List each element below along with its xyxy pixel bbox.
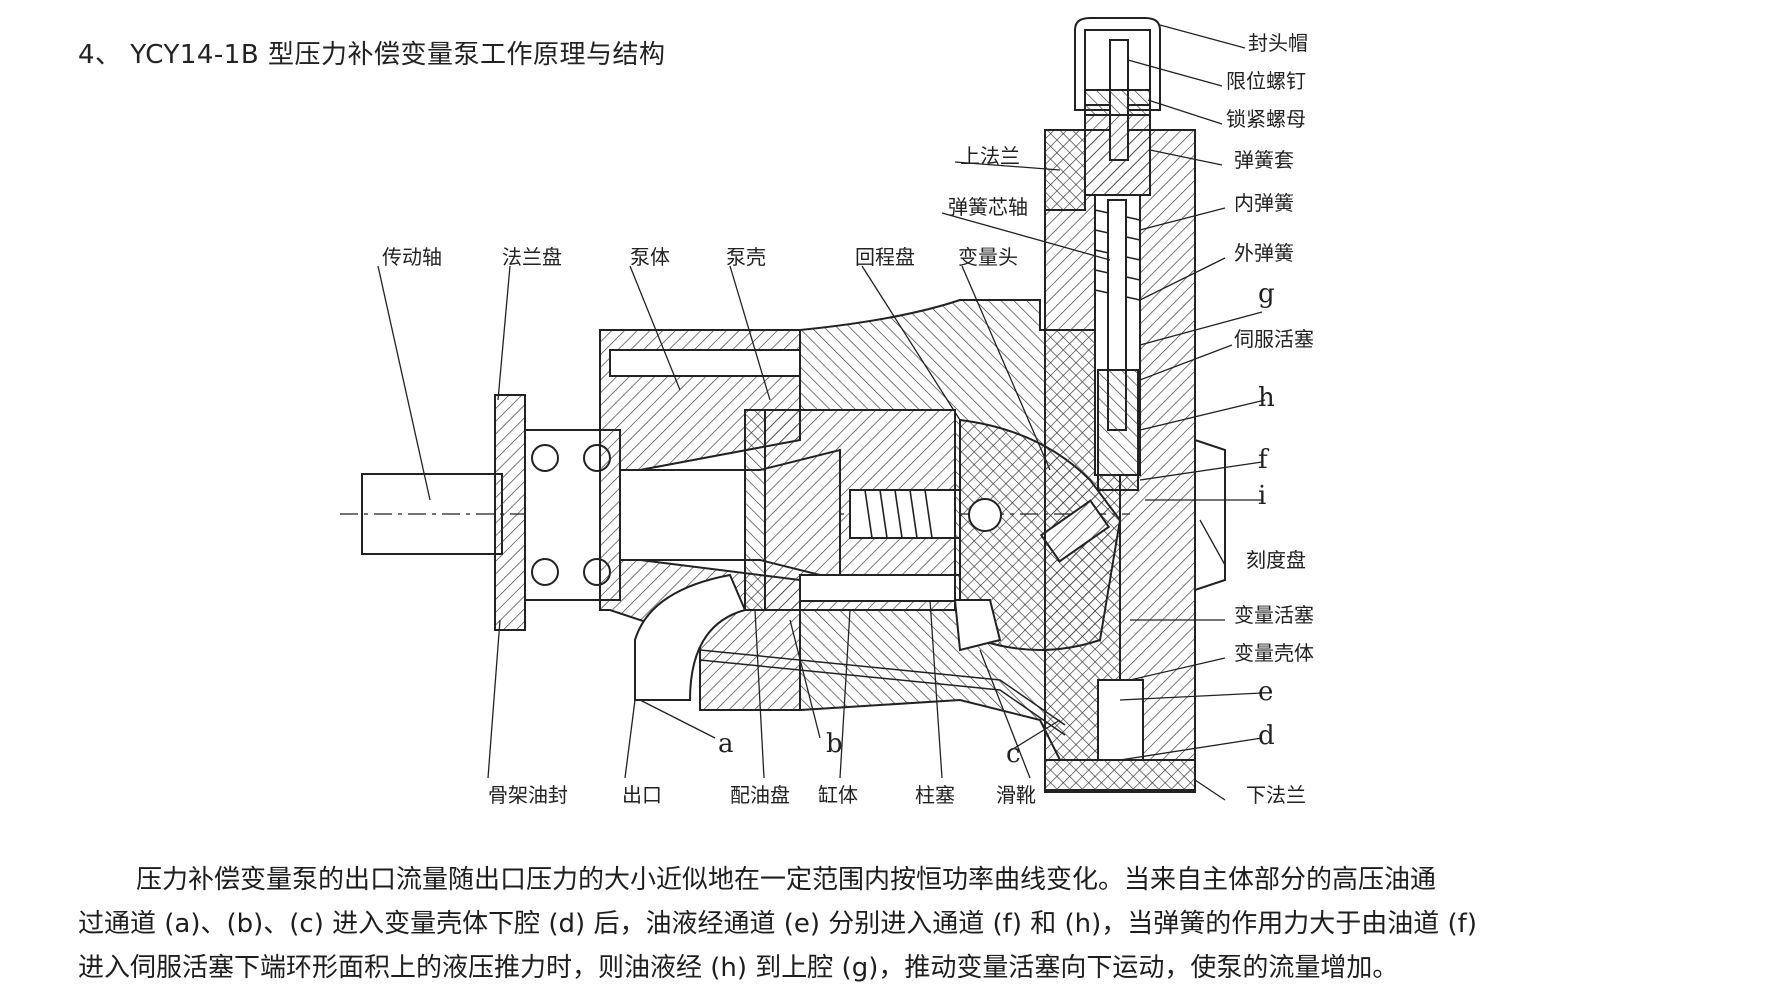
label-h: h xyxy=(1258,383,1275,413)
pump-drawing xyxy=(340,17,1226,793)
label-dial: 刻度盘 xyxy=(1246,548,1306,572)
label-slipper: 滑靴 xyxy=(996,783,1036,807)
label-e: e xyxy=(1258,677,1273,707)
upper-flange-shape xyxy=(1044,129,1086,211)
label-limit-screw: 限位螺钉 xyxy=(1226,69,1306,93)
spring-sleeve-shape xyxy=(1084,114,1151,196)
slipper-shape xyxy=(953,599,1002,652)
label-spring-core-shaft: 弹簧芯轴 xyxy=(948,195,1028,219)
dial-shape xyxy=(1194,438,1226,592)
label-variable-housing: 变量壳体 xyxy=(1234,641,1314,665)
label-drive-shaft: 传动轴 xyxy=(382,245,442,269)
label-cap: 封头帽 xyxy=(1248,31,1308,55)
label-skeleton-seal: 骨架油封 xyxy=(488,783,568,807)
leader-lines xyxy=(377,24,1266,801)
label-b: b xyxy=(826,729,843,759)
label-lock-nut: 锁紧螺母 xyxy=(1226,107,1306,131)
label-return-plate: 回程盘 xyxy=(855,245,915,269)
label-i: i xyxy=(1258,481,1266,511)
pump-cross-section-diagram: 传动轴 法兰盘 泵体 泵壳 回程盘 变量头 上法兰 弹簧芯轴 封头帽 限位螺钉 … xyxy=(340,17,1314,807)
flange-plate-shape xyxy=(494,394,526,631)
valve-plate-shape xyxy=(744,409,766,611)
label-servo-piston: 伺服活塞 xyxy=(1234,327,1314,351)
label-variable-head: 变量头 xyxy=(958,245,1018,269)
label-pump-shell: 泵壳 xyxy=(726,245,766,269)
lower-flange-shape xyxy=(1044,759,1196,793)
page-title: 4、 YCY14-1B 型压力补偿变量泵工作原理与结构 xyxy=(78,40,666,70)
label-c: c xyxy=(1006,739,1021,769)
label-f: f xyxy=(1258,445,1270,475)
servo-piston-shape xyxy=(1097,369,1139,491)
description-paragraph: 压力补偿变量泵的出口流量随出口压力的大小近似地在一定范围内按恒功率曲线变化。当来… xyxy=(78,858,1698,990)
paragraph-line-1: 压力补偿变量泵的出口流量随出口压力的大小近似地在一定范围内按恒功率曲线变化。当来… xyxy=(136,865,1437,895)
label-inner-spring: 内弹簧 xyxy=(1234,191,1294,215)
lock-nut-shape xyxy=(1084,89,1151,116)
outlet-port-shape xyxy=(634,573,747,701)
label-flange-plate: 法兰盘 xyxy=(502,245,562,269)
paragraph-line-3: 进入伺服活塞下端环形面积上的液压推力时，则油液经 (h) 到上腔 (g)，推动变… xyxy=(78,953,1399,983)
variable-piston-shape xyxy=(1097,679,1144,761)
label-pump-body: 泵体 xyxy=(630,245,670,269)
label-a: a xyxy=(718,729,734,759)
label-spring-sleeve: 弹簧套 xyxy=(1234,148,1294,172)
label-g: g xyxy=(1258,279,1275,309)
paragraph-line-2: 过通道 (a)、(b)、(c) 进入变量壳体下腔 (d) 后，油液经通道 (e)… xyxy=(78,909,1477,939)
label-outlet: 出口 xyxy=(622,783,662,807)
label-lower-flange: 下法兰 xyxy=(1246,783,1306,807)
label-valve-plate: 配油盘 xyxy=(730,783,790,807)
label-cylinder: 缸体 xyxy=(818,783,858,807)
plunger-shape xyxy=(799,574,961,602)
label-upper-flange: 上法兰 xyxy=(960,144,1020,168)
label-outer-spring: 外弹簧 xyxy=(1234,241,1294,265)
label-plunger: 柱塞 xyxy=(915,783,955,807)
label-variable-piston: 变量活塞 xyxy=(1234,603,1314,627)
label-d: d xyxy=(1258,721,1275,751)
